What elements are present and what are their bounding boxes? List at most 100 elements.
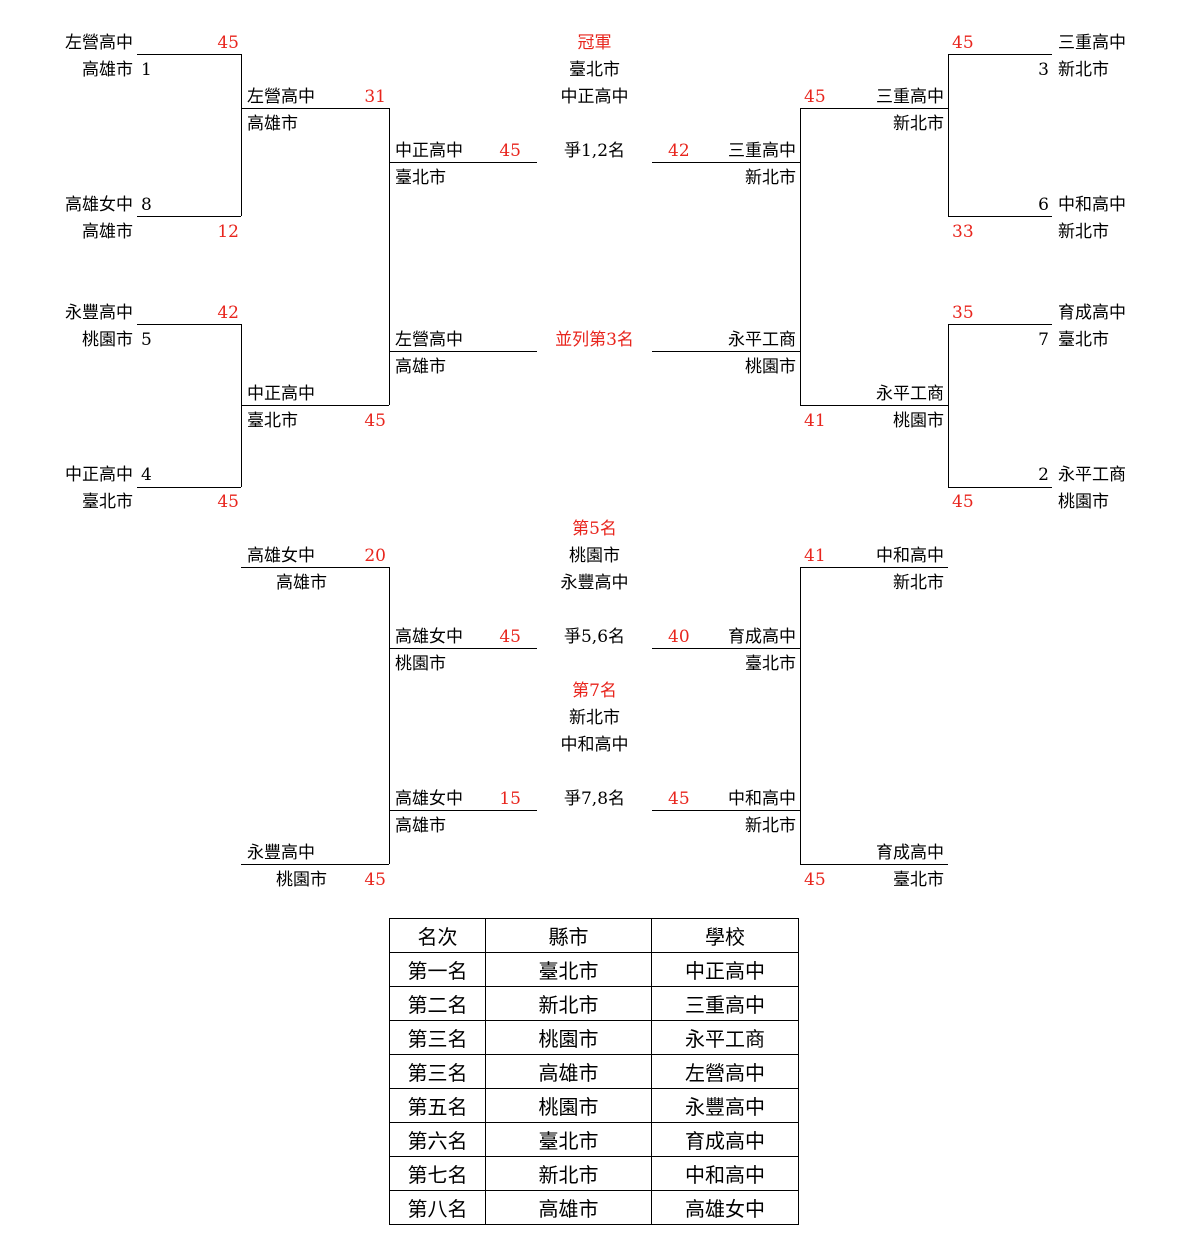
rank-cell: 第一名 — [389, 952, 486, 987]
school-cell: 永平工商 — [651, 1020, 799, 1055]
team-seed: 5 — [141, 330, 152, 350]
team-score: 42 — [668, 141, 690, 161]
team-school: 中和高中 — [876, 546, 944, 566]
team-city: 高雄市 — [395, 816, 446, 836]
rank-cell: 第六名 — [389, 1122, 486, 1157]
team-school: 左營高中 — [247, 87, 315, 107]
final-ranking-table: 名次 縣市 學校 第一名 臺北市 中正高中 第二名 新北市 三重高中 第三名 桃… — [389, 918, 799, 1225]
table-row: 第六名 臺北市 育成高中 — [389, 1122, 799, 1157]
team-score: 12 — [217, 222, 239, 242]
header-school: 學校 — [651, 918, 799, 953]
team-seed: 3 — [1038, 60, 1049, 80]
team-city: 新北市 — [745, 816, 796, 836]
table-row: 第五名 桃園市 永豐高中 — [389, 1088, 799, 1123]
team-seed: 6 — [1038, 195, 1049, 215]
team-school: 高雄女中 — [65, 195, 133, 215]
team-city: 新北市 — [893, 114, 944, 134]
rank-cell: 第三名 — [389, 1020, 486, 1055]
team-school: 左營高中 — [395, 330, 463, 350]
team-score: 41 — [804, 546, 826, 566]
table-row: 第二名 新北市 三重高中 — [389, 986, 799, 1021]
rank-cell: 第七名 — [389, 1156, 486, 1191]
city-cell: 新北市 — [485, 986, 652, 1021]
team-city: 桃園市 — [395, 654, 446, 674]
city-cell: 高雄市 — [485, 1190, 652, 1225]
team-school: 中正高中 — [65, 465, 133, 485]
team-city: 桃園市 — [1058, 492, 1109, 512]
fifth-place-city: 桃園市 — [569, 546, 620, 566]
team-school: 永平工商 — [728, 330, 796, 350]
seventh-place-school: 中和高中 — [560, 735, 629, 755]
fifth-place-school: 永豐高中 — [560, 573, 629, 593]
team-city: 臺北市 — [82, 492, 133, 512]
team-school: 中和高中 — [1058, 195, 1126, 215]
school-cell: 高雄女中 — [651, 1190, 799, 1225]
team-score: 45 — [804, 870, 826, 890]
rank-cell: 第五名 — [389, 1088, 486, 1123]
school-cell: 中和高中 — [651, 1156, 799, 1191]
team-school: 高雄女中 — [395, 789, 463, 809]
team-city: 新北市 — [745, 168, 796, 188]
team-city: 高雄市 — [247, 114, 298, 134]
third-place-label: 並列第3名 — [555, 330, 634, 350]
team-seed: 4 — [141, 465, 152, 485]
team-city: 桃園市 — [82, 330, 133, 350]
table-row: 第三名 桃園市 永平工商 — [389, 1020, 799, 1055]
team-school: 高雄女中 — [395, 627, 463, 647]
team-school: 育成高中 — [876, 843, 944, 863]
team-school: 三重高中 — [1058, 33, 1126, 53]
school-cell: 中正高中 — [651, 952, 799, 987]
champion-label: 冠軍 — [577, 33, 612, 53]
seventh-place-city: 新北市 — [569, 708, 620, 728]
city-cell: 臺北市 — [485, 952, 652, 987]
team-score: 31 — [364, 87, 386, 107]
team-score: 45 — [499, 627, 521, 647]
team-score: 35 — [952, 303, 974, 323]
champion-city: 臺北市 — [569, 60, 620, 80]
header-city: 縣市 — [485, 918, 652, 953]
team-score: 45 — [668, 789, 690, 809]
team-score: 45 — [217, 33, 239, 53]
team-city: 桃園市 — [745, 357, 796, 377]
team-school: 育成高中 — [1058, 303, 1126, 323]
team-score: 20 — [364, 546, 386, 566]
team-city: 桃園市 — [276, 870, 327, 890]
team-city: 高雄市 — [82, 222, 133, 242]
school-cell: 育成高中 — [651, 1122, 799, 1157]
team-score: 45 — [952, 33, 974, 53]
team-school: 永豐高中 — [247, 843, 315, 863]
team-school: 三重高中 — [876, 87, 944, 107]
team-city: 臺北市 — [1058, 330, 1109, 350]
rank-cell: 第八名 — [389, 1190, 486, 1225]
team-score: 33 — [952, 222, 974, 242]
team-score: 41 — [804, 411, 826, 431]
table-row: 第三名 高雄市 左營高中 — [389, 1054, 799, 1089]
school-cell: 左營高中 — [651, 1054, 799, 1089]
team-score: 45 — [804, 87, 826, 107]
team-school: 育成高中 — [728, 627, 796, 647]
team-city: 新北市 — [1058, 60, 1109, 80]
seventh-place-label: 第7名 — [572, 681, 617, 701]
team-school: 左營高中 — [65, 33, 133, 53]
team-city: 臺北市 — [247, 411, 298, 431]
team-city: 臺北市 — [745, 654, 796, 674]
team-seed: 7 — [1038, 330, 1049, 350]
rank-cell: 第三名 — [389, 1054, 486, 1089]
team-city: 新北市 — [1058, 222, 1109, 242]
team-seed: 2 — [1038, 465, 1049, 485]
team-score: 45 — [499, 141, 521, 161]
team-school: 永平工商 — [876, 384, 944, 404]
team-score: 45 — [217, 492, 239, 512]
match-78-label: 爭7,8名 — [563, 789, 626, 809]
city-cell: 高雄市 — [485, 1054, 652, 1089]
final-match-label: 爭1,2名 — [563, 141, 626, 161]
table-row: 第七名 新北市 中和高中 — [389, 1156, 799, 1191]
team-school: 高雄女中 — [247, 546, 315, 566]
team-score: 42 — [217, 303, 239, 323]
team-score: 15 — [499, 789, 521, 809]
team-city: 臺北市 — [893, 870, 944, 890]
team-city: 高雄市 — [395, 357, 446, 377]
team-city: 桃園市 — [893, 411, 944, 431]
team-seed: 1 — [141, 60, 152, 80]
